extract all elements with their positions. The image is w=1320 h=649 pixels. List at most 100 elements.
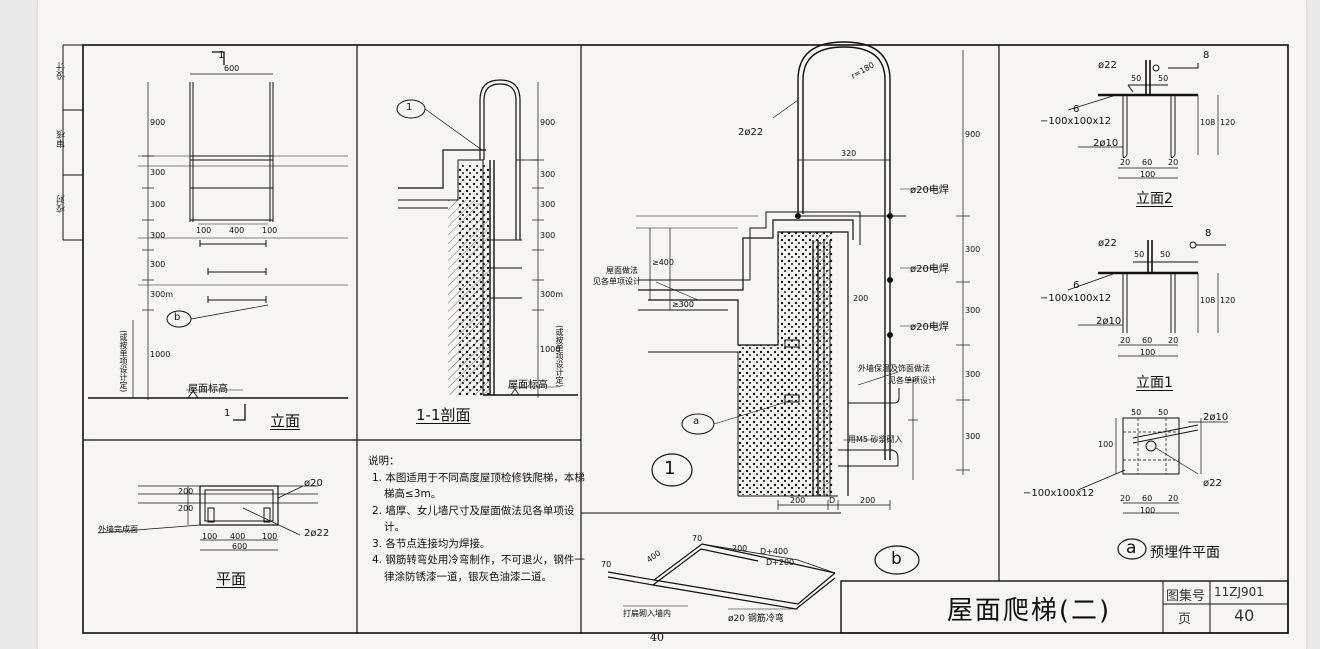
section-mark: 1 <box>218 50 225 61</box>
wall-label: 外墙完成面 <box>98 525 138 534</box>
section-view <box>396 79 578 398</box>
bend-label: ø20 钢筋冷弯 <box>728 614 784 624</box>
view-title: 立面1 <box>1136 375 1173 391</box>
plate-label: −100x100x12 <box>1040 293 1112 304</box>
dim-label: 100 <box>202 532 218 541</box>
dim-label: 300m <box>150 290 174 299</box>
dim-label: 60 <box>1142 336 1153 345</box>
dim-label: 120 <box>1220 296 1236 305</box>
dim-label: 50 <box>1158 74 1169 83</box>
dim-label: 300 <box>965 432 981 441</box>
view-title: 立面 <box>270 412 301 430</box>
dim-note: (或按单项设计定) <box>555 325 564 388</box>
view-title: 立面2 <box>1136 191 1173 207</box>
dim-label: 300 <box>540 170 556 179</box>
rebar-label: 2ø10 <box>1096 316 1122 327</box>
dim-label: 6 <box>1073 280 1080 291</box>
wall-note: 外墙保温及饰面做法 <box>858 364 930 373</box>
dim-label: 1000 <box>540 345 561 354</box>
dim-label: 100 <box>1098 440 1114 449</box>
dim-label: 200 <box>853 294 869 303</box>
dim-label: 300 <box>150 231 166 240</box>
dim-label: 20 <box>1168 336 1179 345</box>
elevation-view <box>88 51 348 421</box>
dim-label: 20 <box>1120 336 1131 345</box>
wall-note: 见各单项设计 <box>888 376 936 385</box>
dim-label: 300 <box>150 168 166 177</box>
ground-label: 屋面标高 <box>188 384 228 395</box>
dim-label: 100 <box>1140 170 1156 179</box>
dim-label: 50 <box>1160 250 1171 259</box>
outer-frame <box>82 44 1289 634</box>
view-title: 预埋件平面 <box>1150 545 1220 561</box>
dim-label: ≥400 <box>652 258 674 267</box>
dim-note: (或按单项设计定) <box>119 330 128 393</box>
notes-heading: 说明： <box>368 455 400 467</box>
dim-label: 70 <box>601 560 612 569</box>
note-item: 4. 钢筋转弯处用冷弯制作，不可退火，钢件一律涂防锈漆一道，银灰色油漆二道。 <box>372 554 585 583</box>
page-label: 页 <box>1178 612 1192 627</box>
view-title: 1-1剖面 <box>416 406 471 424</box>
dim-label: 8 <box>1205 228 1212 239</box>
dim-label: 50 <box>1131 408 1142 417</box>
elevation-1-view <box>1067 240 1226 357</box>
note-item: 2. 墙厚、女儿墙尺寸及屋面做法见各单项设计。 <box>372 504 575 534</box>
dim-label: 300m <box>540 290 564 299</box>
dim-label: ≥300 <box>672 300 694 309</box>
drawing-sheet <box>62 41 1289 634</box>
detail-b-view <box>607 543 836 610</box>
view-title: 平面 <box>216 570 247 588</box>
dim-label: 120 <box>1220 118 1236 127</box>
dim-label: 900 <box>540 118 556 127</box>
weld-label: ø20电焊 <box>910 322 949 333</box>
bar-label: ø22 <box>1098 238 1117 249</box>
dim-label: 200 <box>178 487 194 496</box>
bar-label: 2ø22 <box>738 127 764 138</box>
side-label: 审核 <box>57 130 67 148</box>
embed-plan-view <box>1077 417 1228 560</box>
drawing-page: 40 设计 审核 校对 1 1 600 100 400 100 900 300 … <box>38 0 1306 649</box>
dim-label: 50 <box>1131 74 1142 83</box>
bar-label: ø22 <box>1098 60 1117 71</box>
dim-label: 300 <box>540 231 556 240</box>
bar-label: 2ø22 <box>304 528 330 539</box>
dim-label: 200 <box>178 504 194 513</box>
dim-label: 300 <box>150 260 166 269</box>
dim-label: 100 <box>262 226 278 235</box>
mortar-note: 用M5 砂浆砌入 <box>848 435 903 444</box>
dim-label: 200 <box>732 544 748 553</box>
dim-label: 6 <box>1073 104 1080 115</box>
atlas-number: 11ZJ901 <box>1214 585 1264 599</box>
side-label: 校对 <box>57 195 67 213</box>
notes: 说明： 1. 本图适用于不同高度屋顶检修铁爬梯，本梯梯高≤3m。 2. 墙厚、女… <box>368 453 590 585</box>
dim-label: 20 <box>1168 494 1179 503</box>
dim-label: D+400 <box>760 547 789 556</box>
page-number-box: 40 <box>1234 606 1255 625</box>
dim-label: 600 <box>224 64 240 73</box>
note-item: 3. 各节点连接均为焊接。 <box>372 537 491 550</box>
ground-label: 屋面标高 <box>508 380 548 391</box>
callout-b: b <box>891 549 902 569</box>
dim-label: 1000 <box>150 350 171 359</box>
dim-label: 300 <box>965 370 981 379</box>
plate-label: −100x100x12 <box>1040 116 1112 127</box>
plan-view <box>97 485 318 551</box>
callout-b: b <box>174 312 181 323</box>
callout-1: 1 <box>664 458 676 479</box>
plate-label: −100x100x12 <box>1023 488 1095 499</box>
dim-label: 300 <box>965 306 981 315</box>
dim-label: 320 <box>841 149 857 158</box>
bar-label: ø20 <box>304 478 323 489</box>
dim-label: 60 <box>1142 494 1153 503</box>
bend-label: 打扁砌入墙内 <box>623 609 671 618</box>
rebar-label: 2ø10 <box>1203 412 1229 423</box>
dim-label: D <box>829 496 836 505</box>
dim-label: 70 <box>692 534 703 543</box>
dim-label: 400 <box>230 532 246 541</box>
dim-label: 50 <box>1158 408 1169 417</box>
dim-label: 900 <box>150 118 166 127</box>
callout-1: 1 <box>406 102 413 113</box>
weld-label: ø20电焊 <box>910 185 949 196</box>
dim-label: 300 <box>965 245 981 254</box>
roof-note: 屋面做法 <box>606 266 638 275</box>
